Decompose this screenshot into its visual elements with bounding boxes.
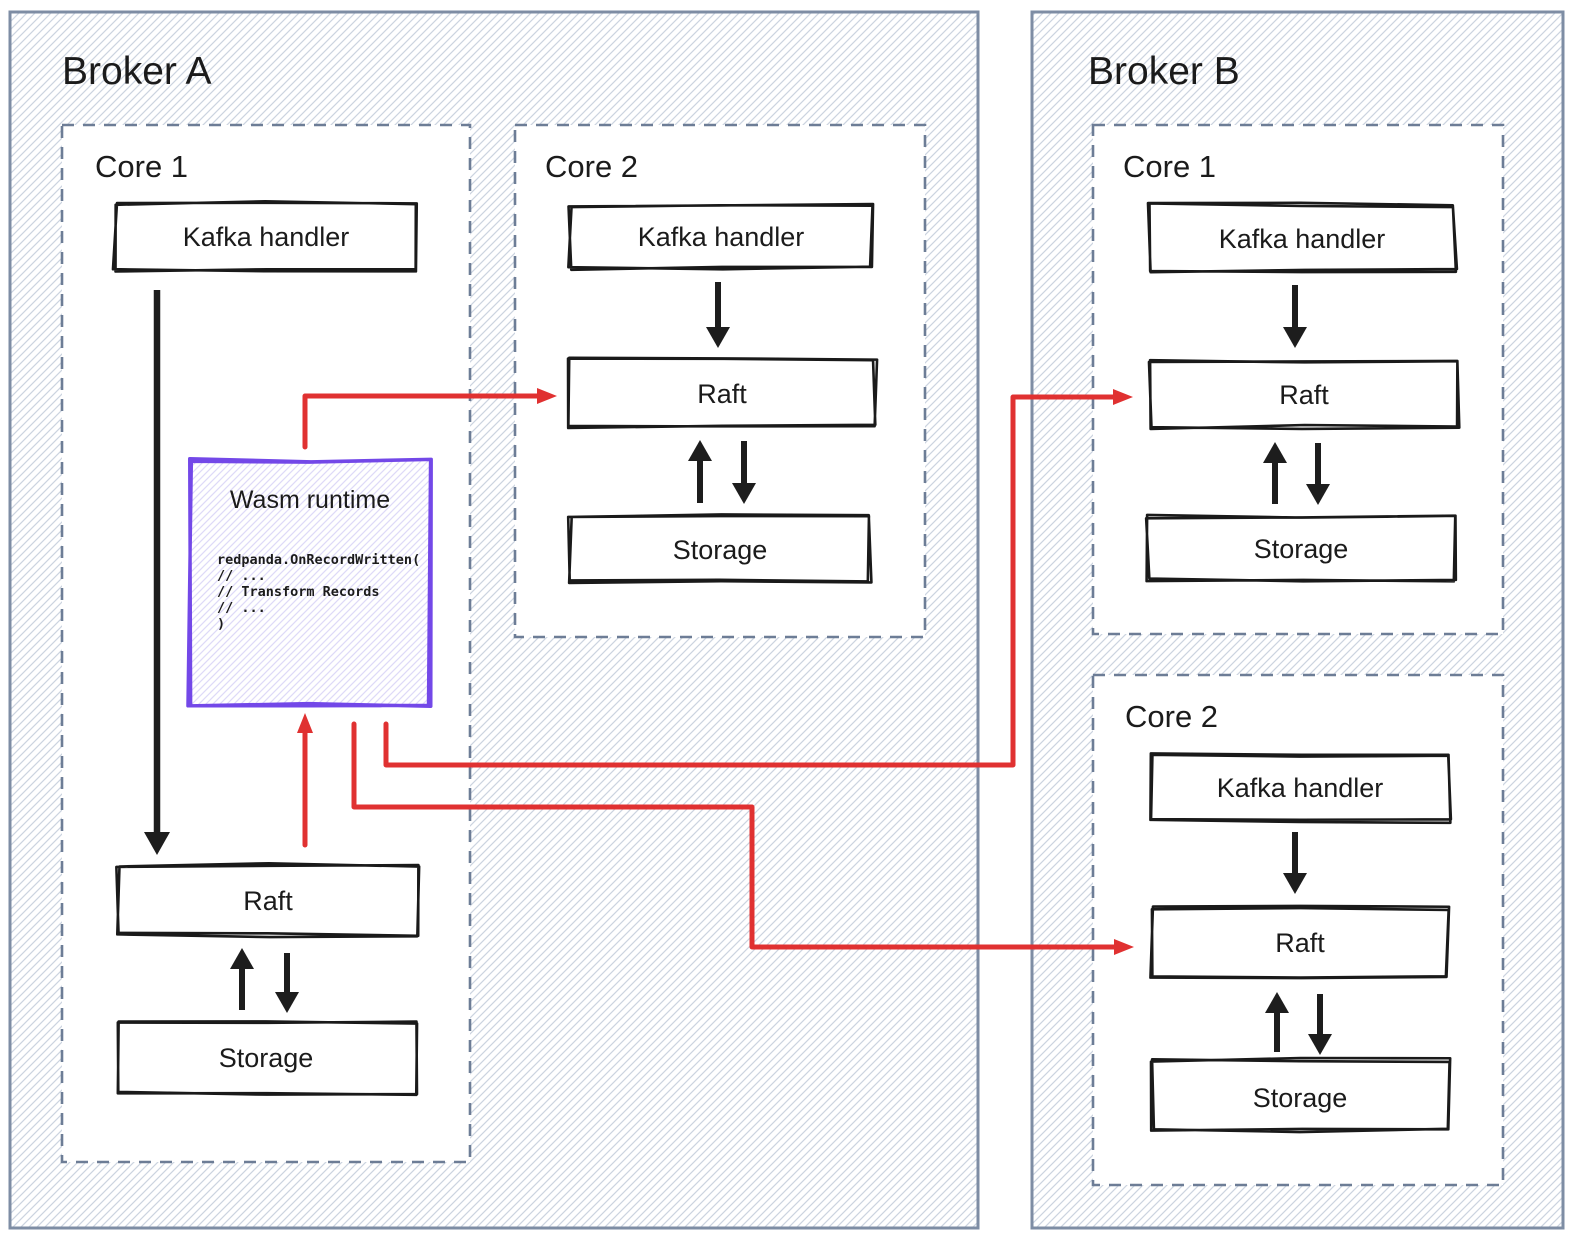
broker-b-core-2-raft-box — [1149, 904, 1451, 980]
box-label: Storage — [1253, 1083, 1348, 1113]
wasm-runtime-title: Wasm runtime — [230, 486, 390, 514]
arrow-storage-to-raft-b2 — [1265, 992, 1289, 1052]
box-label: Storage — [219, 1043, 314, 1073]
broker-b-core-1-label: Core 1 — [1123, 149, 1216, 184]
red-arrow-wasm-to-raft-b1 — [383, 389, 1133, 768]
wasm-code-line: redpanda.OnRecordWritten( — [217, 552, 420, 568]
broker-b-core-2-label: Core 2 — [1125, 699, 1218, 734]
box-label: Raft — [1279, 380, 1329, 410]
box-label: Raft — [697, 379, 747, 409]
wasm-runtime-box — [186, 457, 433, 708]
broker-b-core-1-storage-box — [1144, 513, 1458, 583]
box-label: Kafka handler — [1217, 773, 1384, 803]
box-label: Kafka handler — [638, 222, 805, 252]
arrow-raft-to-storage-a2 — [732, 441, 756, 504]
box-label: Raft — [1275, 928, 1325, 958]
wasm-code-line: // ... — [217, 568, 266, 584]
arrow-storage-to-raft-b1 — [1263, 442, 1287, 504]
arrow-storage-to-raft-a2 — [688, 440, 712, 503]
box-label: Raft — [243, 886, 293, 916]
arrow-raft-to-storage-b1 — [1306, 443, 1330, 505]
broker-b-core-2-storage-box — [1149, 1056, 1452, 1134]
broker-a-core-2-kafka-handler-box — [567, 202, 875, 272]
broker-a-core-1-kafka-handler-box — [111, 199, 419, 273]
red-arrow-wasm-to-raft-a2 — [302, 388, 557, 450]
wasm-code-line: ) — [217, 616, 225, 632]
broker-b-core-1-kafka-handler-box — [1146, 201, 1459, 274]
box-label: Storage — [673, 535, 768, 565]
arrow-kafka-to-raft-a2 — [706, 282, 730, 348]
broker-a-title: Broker A — [62, 50, 212, 93]
red-arrow-wasm-to-raft-b2 — [351, 721, 1134, 955]
box-label: Kafka handler — [1219, 224, 1386, 254]
broker-a-core-2-storage-box — [566, 513, 873, 585]
arrow-raft-to-storage-b2 — [1308, 994, 1332, 1055]
broker-a-core-1-label: Core 1 — [95, 149, 188, 184]
broker-a-core-2-raft-box — [566, 356, 879, 430]
broker-b-core-1-raft-box — [1147, 358, 1461, 431]
box-label: Kafka handler — [183, 222, 350, 252]
arrow-kafka-to-raft-a1 — [144, 290, 170, 855]
wasm-code-line: // ... — [217, 600, 266, 616]
arrow-kafka-to-raft-b1 — [1283, 285, 1307, 348]
wasm-code-line: // Transform Records — [217, 584, 380, 600]
broker-b-core-2-kafka-handler-box — [1149, 752, 1453, 825]
broker-b-title: Broker B — [1088, 50, 1240, 93]
broker-a-core-1-raft-box — [115, 861, 421, 939]
arrow-storage-to-raft-a1 — [230, 948, 254, 1010]
arrow-raft-to-storage-a1 — [275, 953, 299, 1013]
box-label: Storage — [1254, 534, 1349, 564]
broker-a-core-1-storage-box — [116, 1020, 419, 1097]
broker-a-core-2-label: Core 2 — [545, 149, 638, 184]
arrow-kafka-to-raft-b2 — [1283, 832, 1307, 894]
